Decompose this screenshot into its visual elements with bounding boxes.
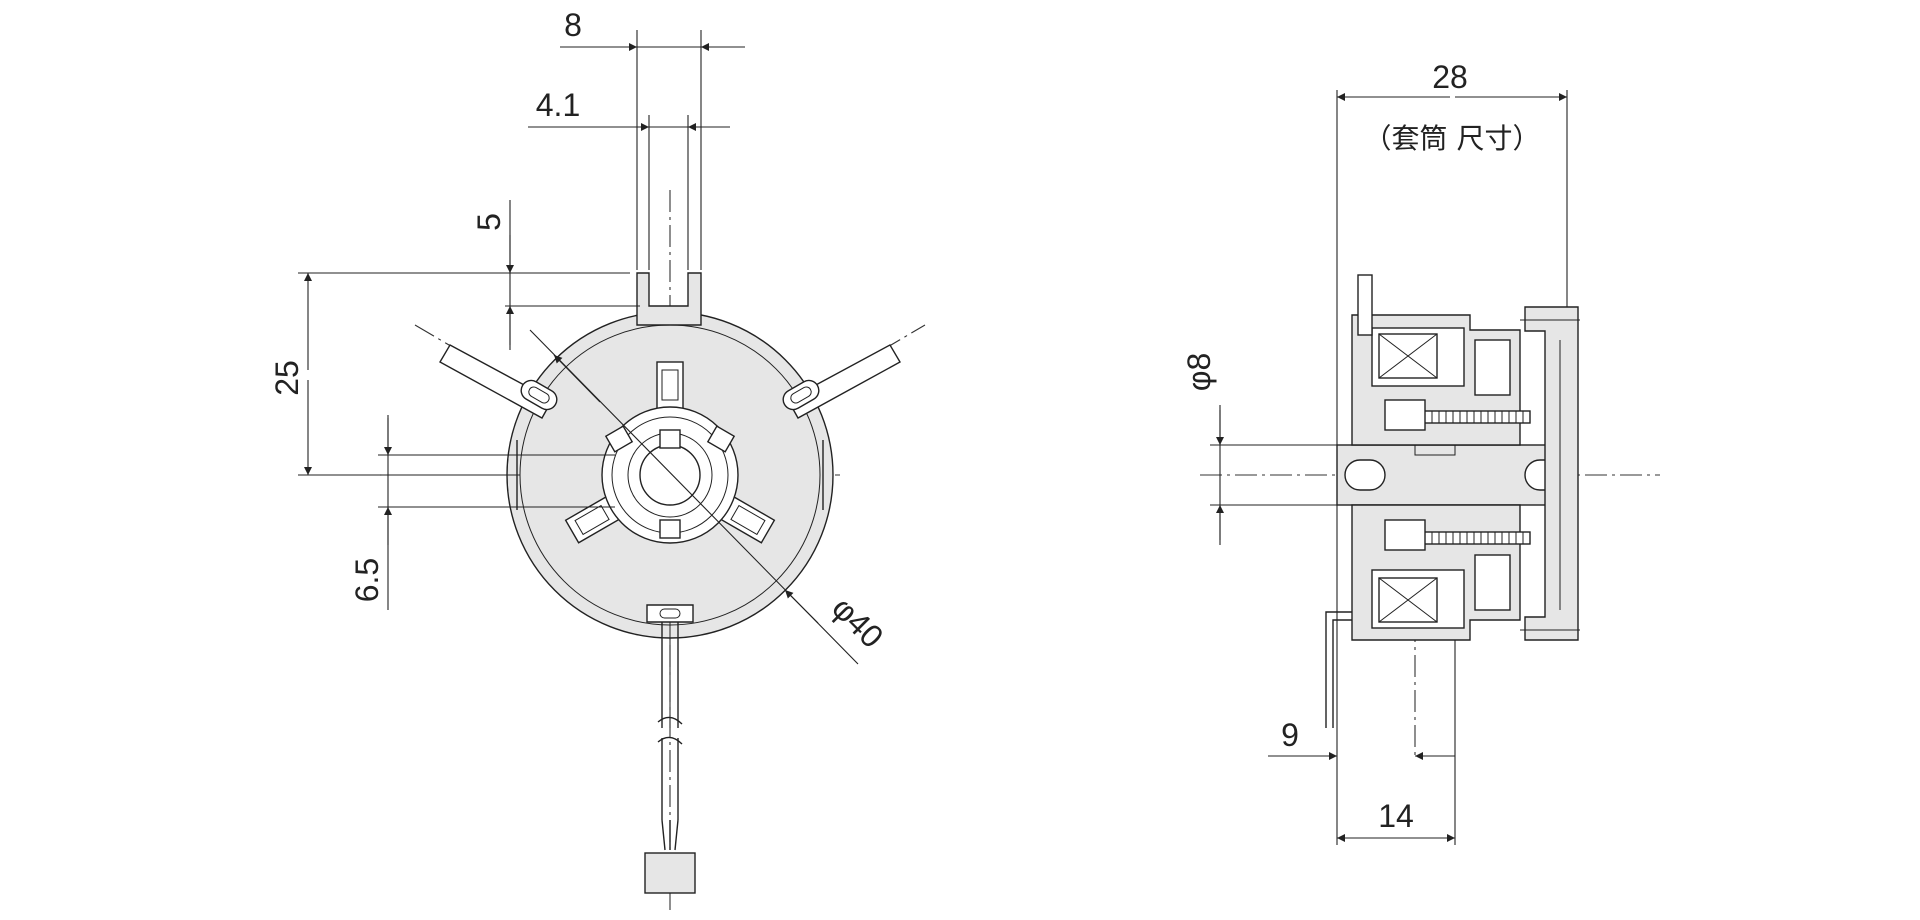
dim-diameter-arrow-in [784, 589, 819, 624]
key-tab [636, 272, 702, 326]
front-view: 8 4.1 25 5 6.5 φ40 [269, 7, 926, 910]
dim-diameter-label: φ40 [825, 590, 890, 655]
dim-overall-length-label: 28 [1432, 59, 1468, 95]
dim-lead-offset-label: 9 [1281, 717, 1299, 753]
lead-wire-break-upper [657, 716, 683, 725]
mounting-arm-right [782, 344, 901, 419]
terminal-upper [1357, 274, 1373, 336]
shaft-slot-left [1344, 459, 1386, 491]
side-view: 28 （套筒 尺寸） φ8 9 14 [1181, 59, 1660, 845]
hub-spline-left [604, 425, 634, 453]
coil-lower-cross [1378, 577, 1438, 623]
friction-lining-upper [1419, 410, 1531, 424]
hub-spline-bottom [659, 519, 681, 539]
lead-wire-break-lower [657, 736, 683, 745]
dim-key-depth-label: 5 [471, 213, 507, 231]
lead-terminal [646, 604, 694, 623]
armature-plate-lower [1384, 519, 1426, 551]
dim-slot-width-label: 4.1 [536, 87, 580, 123]
armature-plate-upper [1384, 399, 1426, 431]
lead-wire-bend [1325, 611, 1352, 728]
friction-lining-lower [1419, 531, 1531, 545]
coil-lower-cap [1474, 554, 1511, 611]
hub-spline-top [659, 429, 681, 449]
lead-connector [644, 852, 696, 894]
dim-shaft-diameter-label: φ8 [1181, 353, 1217, 392]
dim-diameter-arrow-out [553, 354, 601, 403]
hub-spline-right [706, 425, 736, 453]
lead-wire-taper [661, 819, 679, 851]
dim-key-height-label: 25 [269, 360, 305, 396]
rotor-flange [1524, 306, 1579, 641]
coil-upper-cross [1378, 333, 1438, 379]
sleeve-dimension-note: （套筒 尺寸） [1364, 122, 1541, 155]
coil-upper-cap [1474, 339, 1511, 396]
radial-slot-top [656, 361, 684, 413]
dim-bore-offset-label: 6.5 [349, 558, 385, 602]
lead-terminal-hole [659, 608, 681, 619]
hub-bore [639, 444, 701, 506]
dim-key-width-label: 8 [564, 7, 582, 43]
mounting-arm-left [439, 344, 558, 419]
dim-hub-length-label: 14 [1378, 798, 1414, 834]
